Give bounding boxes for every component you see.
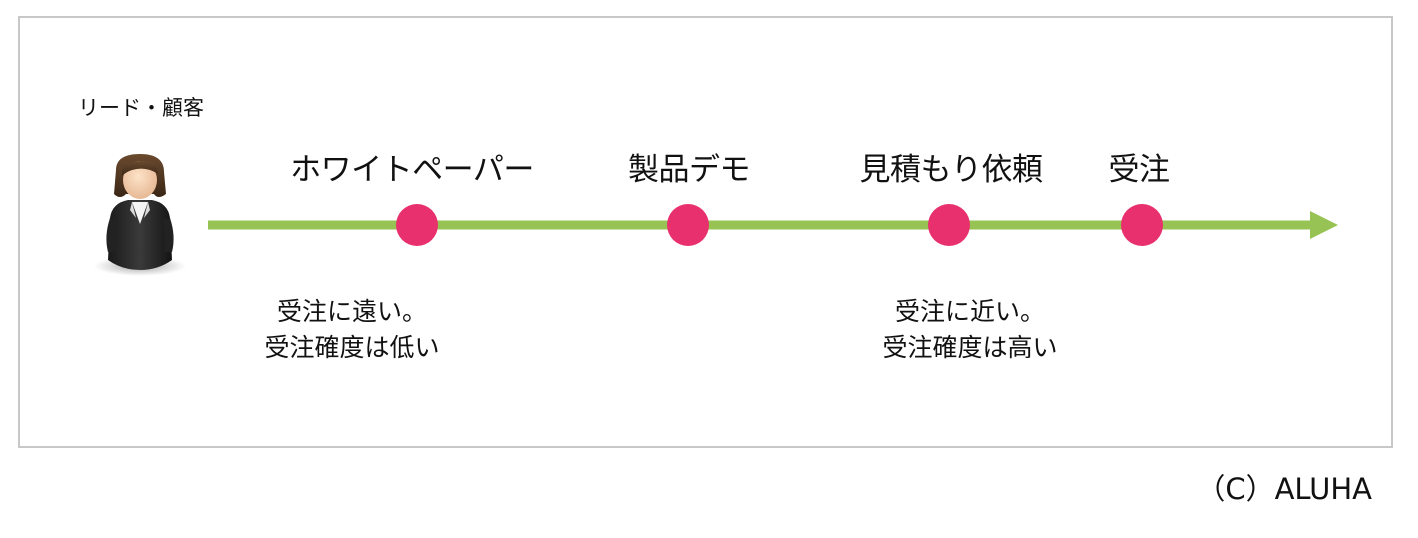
stage-dot-product-demo [667,204,709,246]
note-close-line2: 受注確度は高い [882,333,1058,362]
stage-dot-order [1121,204,1163,246]
stage-label-product-demo: 製品デモ [628,152,751,188]
stage-dot-quote-request [928,204,970,246]
note-far-from-order: 受注に遠い。 受注確度は低い [264,294,439,366]
copyright-credit: （C）ALUHA [1196,472,1372,506]
stage-label-quote-request: 見積もり依頼 [859,152,1044,188]
timeline-arrow-head [1310,211,1338,239]
stage-dot-whitepaper [396,204,438,246]
note-far-line1: 受注に遠い。 [276,297,428,326]
stage-label-order: 受注 [1108,152,1171,188]
note-close-to-order: 受注に近い。 受注確度は高い [882,294,1057,366]
note-far-line2: 受注確度は低い [264,333,440,362]
note-close-line1: 受注に近い。 [894,297,1046,326]
businesswoman-icon [94,154,186,276]
stage-label-whitepaper: ホワイトペーパー [290,152,534,188]
person-label: リード・顧客 [78,96,204,120]
